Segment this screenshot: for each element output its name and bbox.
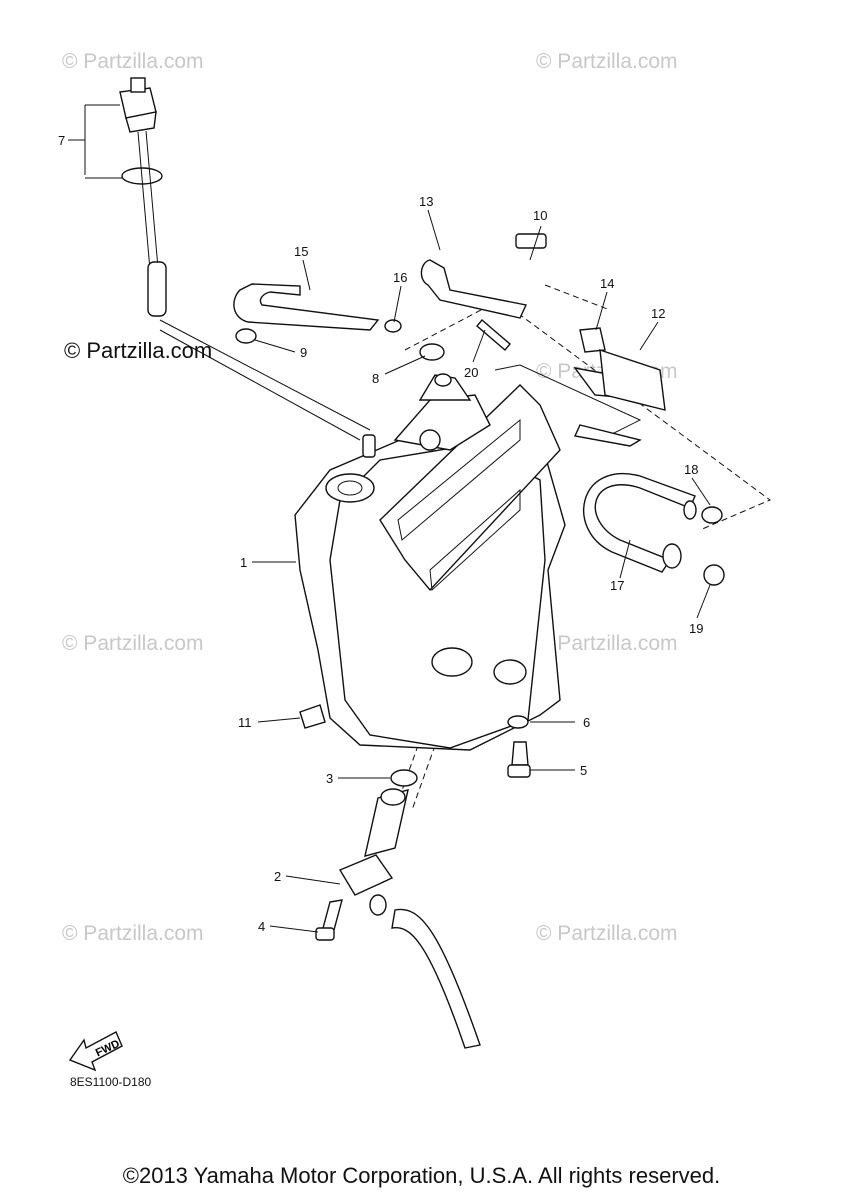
callout-11: 11: [238, 715, 252, 730]
fuel-tank: [294, 373, 566, 751]
callout-6: 6: [583, 715, 590, 730]
watermark: © Partzilla.com: [536, 50, 678, 73]
watermark: © Partzilla.com: [62, 922, 204, 945]
watermark: © Partzilla.com: [62, 632, 204, 655]
watermark-group: © Partzilla.com © Partzilla.com © Partzi…: [62, 50, 678, 945]
watermark-main: © Partzilla.com: [64, 338, 212, 363]
diagram-code: 8ES1100-D180: [70, 1075, 152, 1089]
watermark: © Partzilla.com: [536, 922, 678, 945]
copyright-notice: ©2013 Yamaha Motor Corporation, U.S.A. A…: [122, 1163, 721, 1188]
callout-5: 5: [580, 763, 587, 778]
breather-hoses: [233, 233, 666, 447]
watermark: © Partzilla.com: [536, 632, 678, 655]
callout-1: 1: [240, 555, 247, 570]
callout-16: 16: [393, 270, 407, 285]
callout-7: 7: [58, 133, 65, 148]
leader-lines: [68, 139, 711, 933]
callout-8: 8: [372, 371, 379, 386]
callout-20: 20: [464, 365, 478, 380]
callout-19: 19: [689, 621, 703, 636]
callout-18: 18: [684, 462, 698, 477]
callout-14: 14: [600, 276, 614, 291]
small-parts: [299, 704, 531, 1049]
callouts: 1 2 3 4 5 6 7 8 9 10 11 12 13 14 15 16 1…: [58, 133, 703, 934]
callout-9: 9: [300, 345, 307, 360]
callout-17: 17: [610, 578, 624, 593]
drain-hose: [583, 473, 725, 586]
callout-12: 12: [651, 306, 665, 321]
watermark: © Partzilla.com: [62, 50, 204, 73]
callout-4: 4: [258, 919, 265, 934]
fuel-sender-unit: [84, 77, 167, 317]
callout-2: 2: [274, 869, 281, 884]
callout-15: 15: [294, 244, 308, 259]
callout-3: 3: [326, 771, 333, 786]
callout-10: 10: [533, 208, 547, 223]
callout-13: 13: [419, 194, 433, 209]
fwd-arrow: FWD: [68, 1031, 123, 1072]
parts-diagram: © Partzilla.com © Partzilla.com © Partzi…: [58, 50, 771, 1072]
